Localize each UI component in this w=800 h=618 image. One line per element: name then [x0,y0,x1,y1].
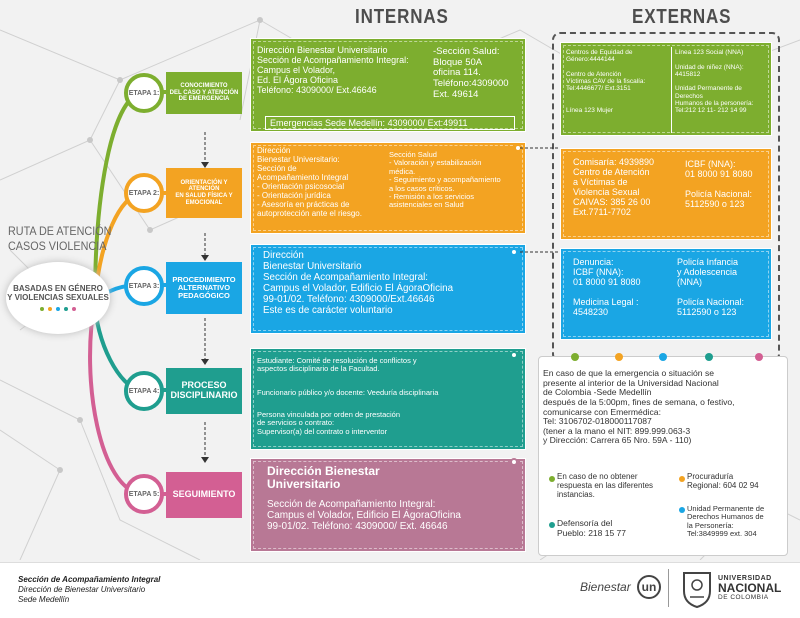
etapa-1-tag: CONOCIMIENTO DEL CASO Y ATENCIÓN DE EMER… [166,72,242,114]
externas-connectors [520,147,560,253]
ruta-line2: CASOS VIOLENCIA [8,239,107,253]
etapa-4-circle: ETAPA 4: [124,371,164,411]
connector-dot [510,248,518,256]
externas-box-1-left: Centros de Equidad de Género:4444144 Cen… [566,49,646,115]
internas-box-4: Estudiante: Comité de resolución de conf… [250,348,526,450]
internas-box-4-p2: Funcionario público y/o docente: Veedurí… [257,388,439,397]
coat-of-arms-icon [680,569,714,609]
internas-box-2: Dirección Bienestar Universitario: Secci… [250,142,526,234]
internas-box-1-left: Dirección Bienestar Universitario Secció… [257,45,409,96]
emergencia-item-1: En caso de no obtener respuesta en las d… [557,472,654,499]
univ-line3: DE COLOMBIA [718,593,769,601]
etapa-4-tag: PROCESO DISCIPLINARIO [166,368,242,414]
externas-box-2: Comisaría: 4939890 Centro de Atención a … [560,148,772,240]
footer: Sección de Acompañamiento Integral Direc… [0,562,800,618]
externas-box-3-right: Policía Infancia y Adolescencia (NNA) Po… [677,257,745,318]
ruta-center-circle: BASADAS EN GÉNERO Y VIOLENCIAS SEXUALES [6,262,110,334]
etapa-3-tag: PROCEDIMIENTO ALTERNATIVO PEDAGÓGICO [166,262,242,314]
univ-line1: UNIVERSIDAD [718,575,772,582]
emergencia-item-2: Procuraduría Regional: 604 02 94 [687,472,759,490]
etapa-3-circle: ETAPA 3: [124,266,164,306]
externas-box-3-left: Denuncia: ICBF (NNA): 01 8000 91 8080 Me… [573,257,641,318]
color-dots [40,307,76,312]
un-logo: un [637,575,661,599]
footer-line3: Sede Medellín [18,595,70,604]
internas-box-3-text: Dirección Bienestar Universitario Secció… [263,250,454,316]
footer-divider [668,569,669,607]
emergencia-text: En caso de que la emergencia o situación… [543,368,735,446]
internas-box-4-p1: Estudiante: Comité de resolución de conf… [257,356,417,374]
etapa-5-tag: SEGUIMIENTO [166,472,242,518]
internas-box-3: Dirección Bienestar Universitario Secció… [250,244,526,334]
footer-text: Sección de Acompañamiento Integral Direc… [18,575,160,605]
internas-box-5-body: Sección de Acompañamiento Integral: Camp… [267,499,461,533]
externas-box-3: Denuncia: ICBF (NNA): 01 8000 91 8080 Me… [560,248,772,340]
internas-header: INTERNAS [355,6,449,28]
emergencia-item-3: Defensoría del Pueblo: 218 15 77 [557,518,627,538]
internas-box-1: Dirección Bienestar Universitario Secció… [250,38,526,132]
emergencia-item-4: Unidad Permanente de Derechos Humanos de… [687,504,765,539]
internas-box-2-right: Sección Salud - Valoración y estabilizac… [389,150,501,210]
internas-box-5-title: Dirección Bienestar Universitario [267,464,380,492]
internas-box-1-right: -Sección Salud: Bloque 50A oficina 114. … [433,46,509,100]
bienestar-logo-text: Bienestar [580,580,631,594]
footer-line1: Sección de Acompañamiento Integral [18,575,161,584]
divider [671,47,672,133]
internas-emergencias: Emergencias Sede Medellín: 4309000/ Ext:… [265,116,515,131]
univ-line2: NACIONAL [718,581,782,596]
externas-box-1: Centros de Equidad de Género:4444144 Cen… [560,42,772,136]
connector-dot [510,351,518,359]
internas-box-4-p3: Persona vinculada por orden de prestació… [257,410,401,436]
etapa-2-circle: ETAPA 2: [124,173,164,213]
internas-box-5: Dirección Bienestar Universitario Secció… [250,458,526,552]
externas-header: EXTERNAS [632,6,732,28]
ruta-line1: RUTA DE ATENCIÓN [8,224,112,238]
etapa-1-circle: ETAPA 1: [124,73,164,113]
ruta-center-text: BASADAS EN GÉNERO Y VIOLENCIAS SEXUALES [7,283,109,302]
etapa-2-tag: ORIENTACIÓN Y ATENCIÓN EN SALUD FÍSICA Y… [166,168,242,218]
internas-box-2-left: Dirección Bienestar Universitario: Secci… [257,146,362,218]
emergencia-box: En caso de que la emergencia o situación… [538,353,788,556]
universidad-logo-text: UNIVERSIDAD NACIONAL DE COLOMBIA [718,575,781,602]
externas-box-1-right: Línea 123 Social (NNA) Unidad de niñez (… [675,49,754,115]
externas-box-2-left: Comisaría: 4939890 Centro de Atención a … [573,157,655,218]
footer-line2: Dirección de Bienestar Universitario [18,585,146,594]
connector-dot [510,458,518,466]
externas-box-2-right: ICBF (NNA): 01 8000 91 8080 Policía Naci… [685,159,753,210]
ruta-title: RUTA DE ATENCIÓN CASOS VIOLENCIA [8,224,111,254]
etapa-5-circle: ETAPA 5: [124,474,164,514]
